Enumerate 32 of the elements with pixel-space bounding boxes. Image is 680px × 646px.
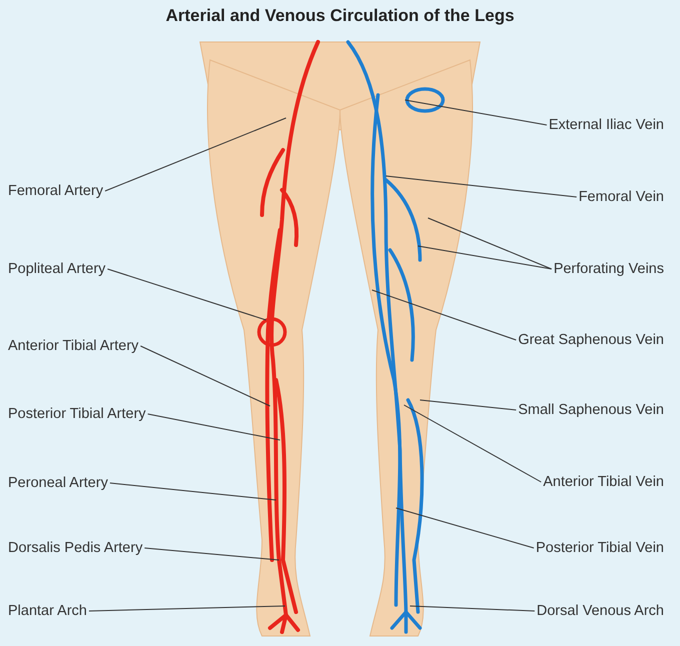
leader-line xyxy=(372,290,517,340)
leader-line xyxy=(88,606,286,612)
leader-line xyxy=(404,100,548,126)
leader-line xyxy=(147,414,280,440)
part-label: Peroneal Artery xyxy=(8,474,108,492)
leader-line xyxy=(396,508,534,548)
leader-line xyxy=(107,268,266,320)
part-label: Great Saphenous Vein xyxy=(518,331,664,349)
title: Arterial and Venous Circulation of the Legs xyxy=(164,6,516,26)
part-label: Anterior Tibial Vein xyxy=(543,473,664,491)
leader-line xyxy=(104,118,286,192)
part-label: Femoral Vein xyxy=(578,188,664,206)
part-label: Femoral Artery xyxy=(8,182,104,200)
part-label: Dorsalis Pedis Artery xyxy=(8,539,143,557)
part-label: Perforating Veins xyxy=(554,260,664,278)
part-label: Popliteal Artery xyxy=(8,260,106,278)
leader-line xyxy=(140,346,270,406)
leader-line xyxy=(404,404,542,482)
leader-line xyxy=(386,176,578,198)
leader-line xyxy=(418,246,552,270)
leader-line xyxy=(144,548,280,560)
part-label: Posterior Tibial Artery xyxy=(8,405,146,423)
part-label: Posterior Tibial Vein xyxy=(536,539,664,557)
part-label: Dorsal Venous Arch xyxy=(536,602,664,620)
leader-line xyxy=(109,482,276,500)
part-label: Small Saphenous Vein xyxy=(518,401,664,419)
part-label: Plantar Arch xyxy=(8,602,87,620)
part-label: Anterior Tibial Artery xyxy=(8,337,139,355)
leader-line xyxy=(420,400,517,410)
leader-line xyxy=(410,606,536,612)
leader-line xyxy=(428,218,552,270)
part-label: External Iliac Vein xyxy=(548,116,664,134)
